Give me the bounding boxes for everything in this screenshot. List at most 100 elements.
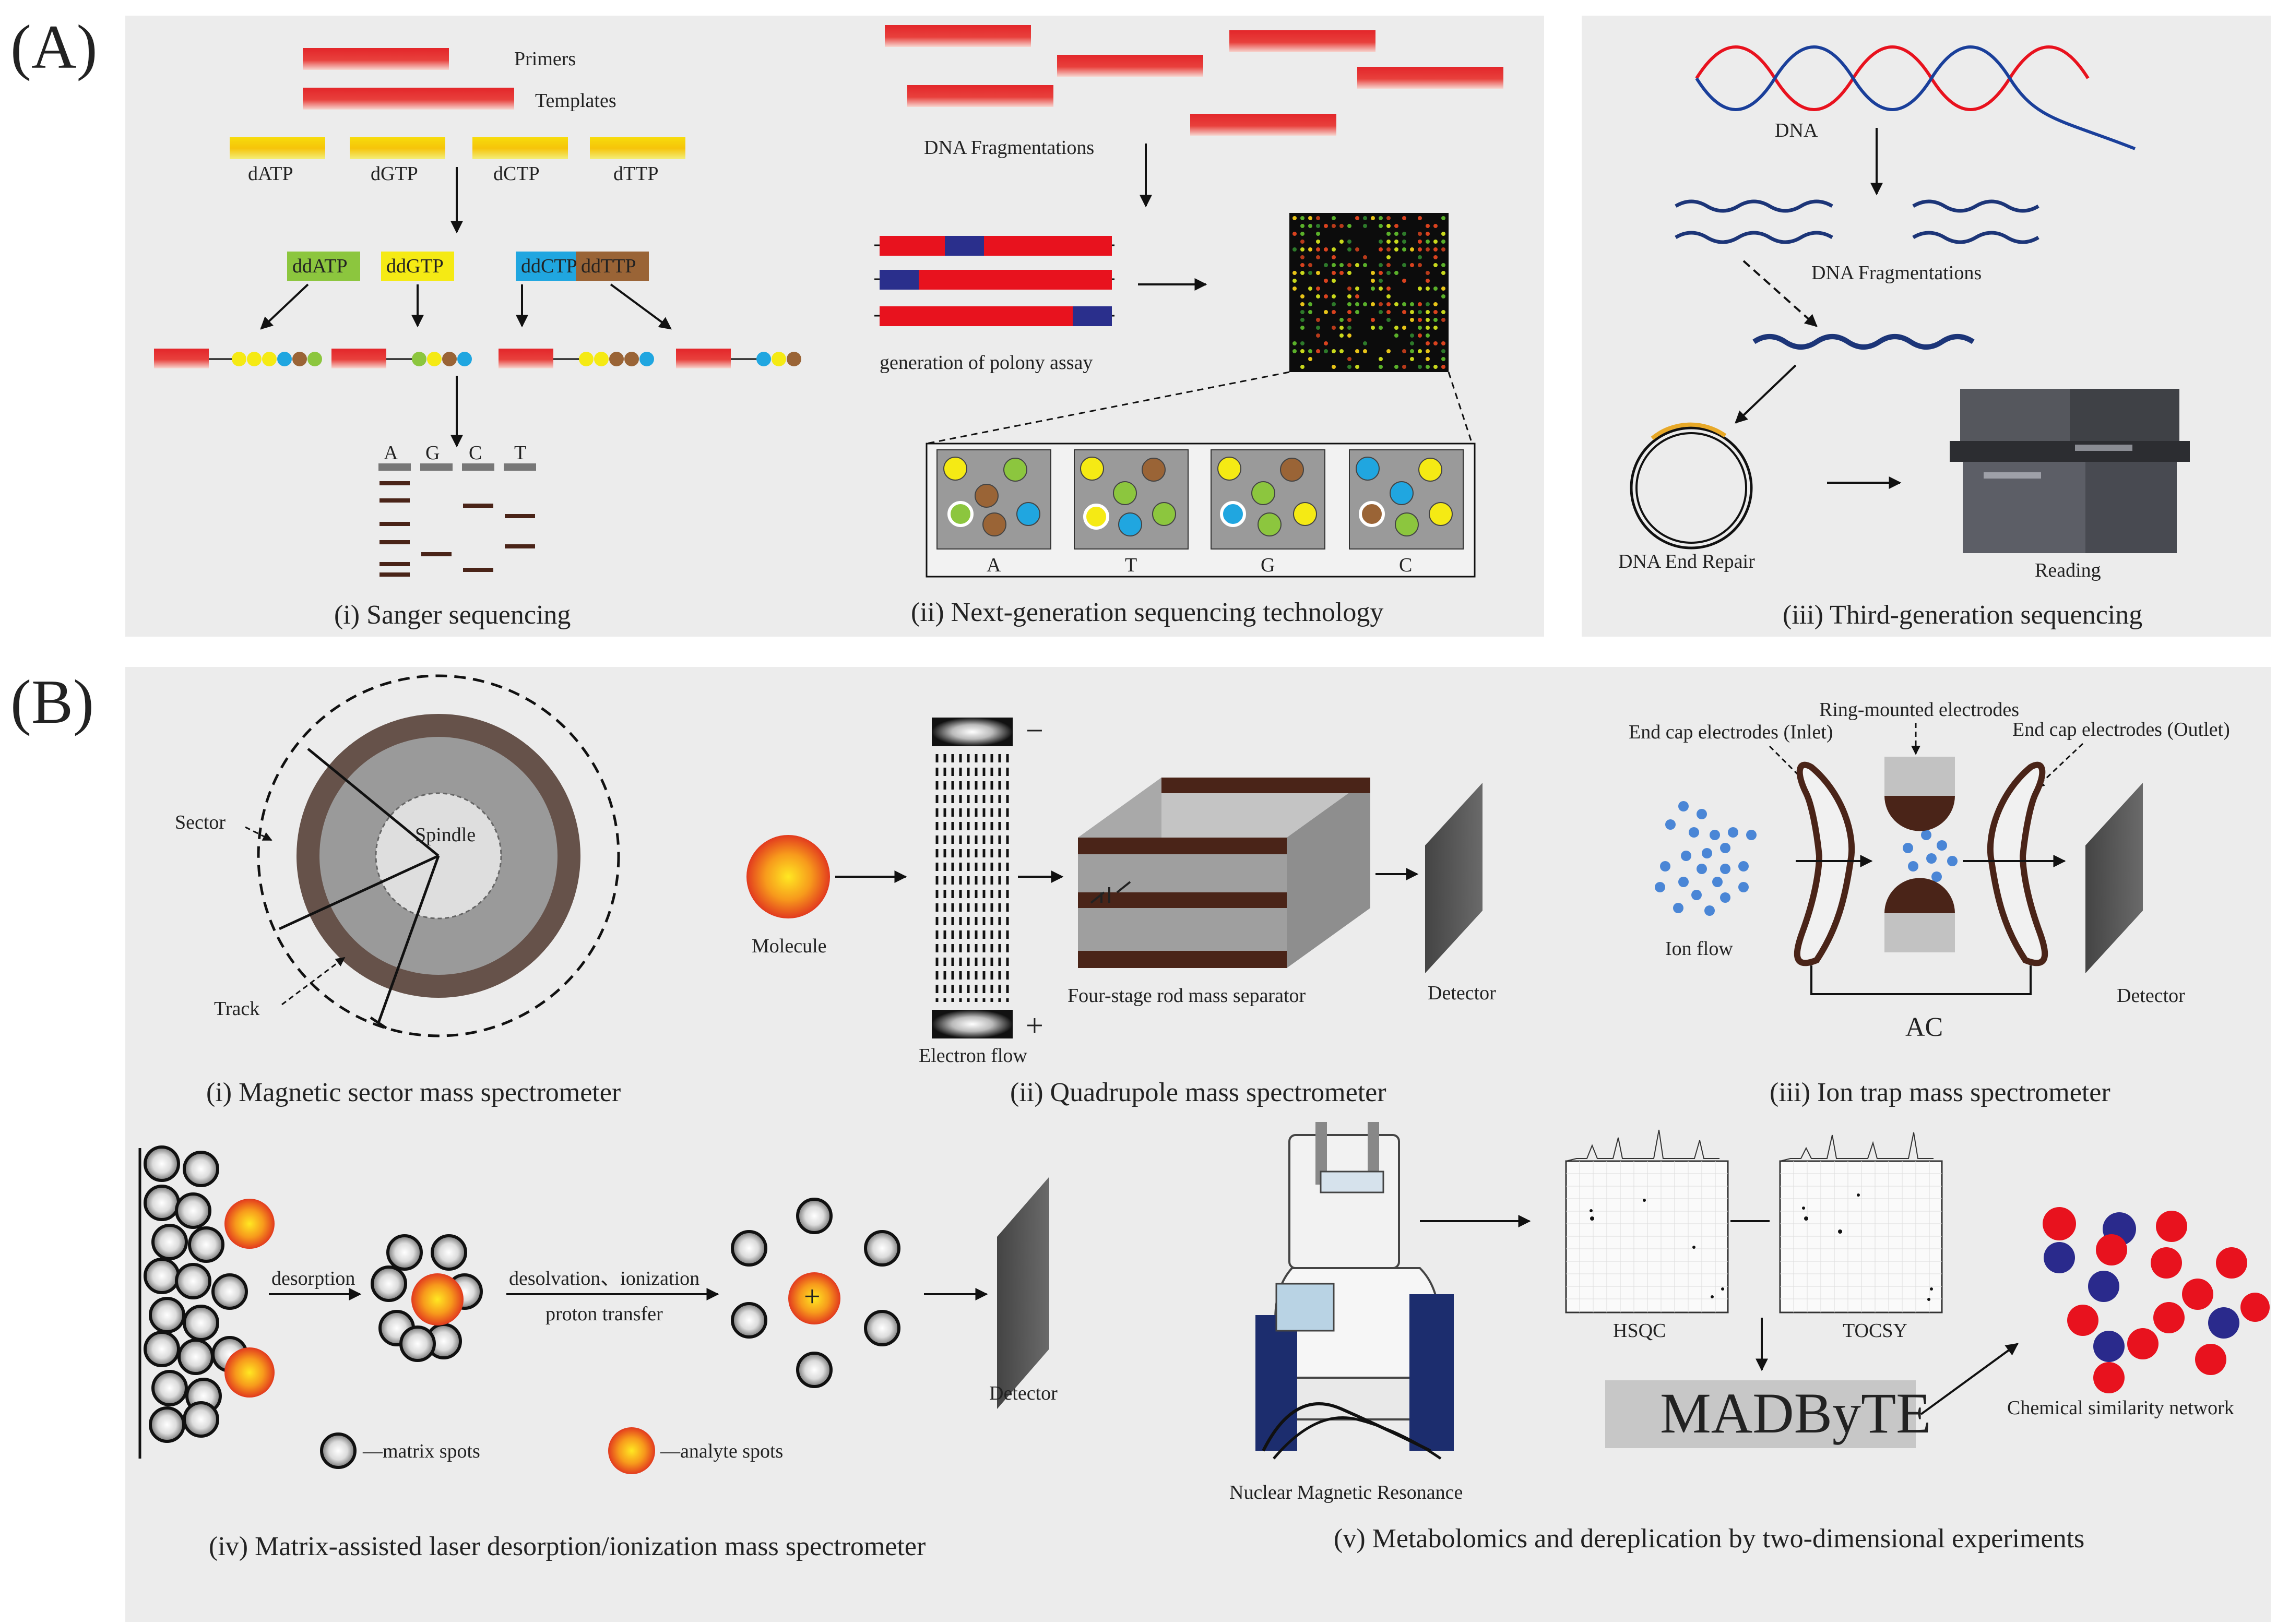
chip-spot — [1433, 247, 1438, 252]
fragment — [1057, 55, 1203, 77]
chip-spot — [1363, 302, 1367, 306]
network-node — [2153, 1302, 2185, 1333]
chip-spot — [1386, 271, 1391, 275]
chip-spot — [1426, 310, 1430, 314]
network-node — [2208, 1307, 2239, 1339]
chip-spot — [1347, 365, 1351, 369]
ring-cap-top — [1884, 757, 1955, 796]
spectrum-grid — [1780, 1161, 1942, 1312]
nucleotide — [442, 352, 457, 366]
templates-label: Templates — [535, 90, 616, 112]
chip-spot — [1441, 286, 1445, 291]
chip-spot — [1308, 271, 1312, 275]
primers-label: Primers — [514, 48, 576, 70]
ring-electrode-bottom — [1884, 878, 1955, 913]
chip-spot — [1292, 216, 1297, 220]
nucleotide — [579, 352, 594, 366]
caption-ion-trap: (iii) Ion trap mass spectrometer — [1770, 1078, 2110, 1107]
chip-spot — [1379, 263, 1383, 267]
spot — [1003, 458, 1027, 482]
ddntp-label: ddGTP — [386, 255, 444, 277]
chip-spot — [1418, 263, 1422, 267]
base-label: A — [987, 554, 1001, 576]
network-node — [2093, 1362, 2125, 1393]
similarity-network — [2043, 1207, 2270, 1393]
electrode-top — [932, 718, 1013, 746]
cross-peak — [1930, 1287, 1933, 1291]
analyte-spot — [224, 1199, 275, 1249]
ion — [1947, 856, 1958, 866]
lane-label: A — [384, 442, 398, 464]
chip-spot — [1418, 240, 1422, 244]
maldi-diagram: desorption desolvation、ionization proton… — [138, 1145, 1058, 1474]
chip-spot — [1402, 216, 1406, 220]
ion — [1673, 903, 1683, 913]
rod — [1078, 838, 1287, 854]
magnet-console — [1320, 1171, 1384, 1193]
dntp-bar — [590, 137, 685, 159]
network-node — [2043, 1207, 2076, 1240]
chip-spot — [1379, 326, 1383, 330]
rod — [1161, 778, 1370, 793]
chip-spot — [1410, 302, 1414, 306]
chip-spot — [1394, 365, 1398, 369]
chip-spot — [1316, 286, 1320, 291]
nmr-label: Nuclear Magnetic Resonance — [1229, 1482, 1463, 1503]
sequencer-band — [1950, 441, 2190, 462]
electron-rods — [935, 754, 1009, 1002]
ring-cap-bottom — [1884, 913, 1955, 952]
chip-spot — [1332, 263, 1336, 267]
spot — [1142, 458, 1166, 482]
magnet-rod — [1315, 1122, 1327, 1185]
ion — [1665, 819, 1676, 830]
ion — [1702, 848, 1712, 858]
adapter-arc — [1651, 422, 1727, 440]
ion — [1678, 801, 1689, 811]
chip-spot — [1332, 247, 1336, 252]
sequencer-icon — [1950, 389, 2190, 553]
sector-line — [307, 748, 440, 857]
ion — [1903, 843, 1913, 853]
chip-spot — [1379, 365, 1383, 369]
chip-spot — [1410, 341, 1414, 345]
cross-peak — [1643, 1199, 1646, 1202]
nucleotide — [772, 352, 786, 366]
spot — [1429, 502, 1453, 526]
arrow — [1735, 364, 1797, 424]
chip-spot — [1316, 216, 1320, 220]
chip-spot — [1433, 318, 1438, 322]
gel-well — [504, 463, 536, 471]
gel-band — [463, 568, 493, 572]
chip-spot — [1426, 341, 1430, 345]
chip-spot — [1332, 224, 1336, 228]
track-label: Track — [214, 998, 259, 1020]
chip-spot — [1292, 286, 1297, 291]
ion — [1681, 851, 1691, 861]
arrow — [260, 283, 309, 330]
chip-spot — [1410, 318, 1414, 322]
matrix-spot — [183, 1305, 219, 1341]
fragment-primer — [676, 349, 731, 368]
chip-spot — [1402, 310, 1406, 314]
chip-spot — [1371, 318, 1375, 322]
network-node — [2195, 1344, 2226, 1375]
chip-spot — [1379, 310, 1383, 314]
legend-analyte-spot — [608, 1427, 655, 1474]
nucleotide — [787, 352, 801, 366]
base-label: T — [1125, 554, 1137, 576]
dntp-row: dATP dGTP dCTP dTTP — [230, 137, 685, 185]
chip-spot — [1402, 365, 1406, 369]
network-node — [2044, 1242, 2075, 1273]
separator-label: Four-stage rod mass separator — [1068, 985, 1306, 1007]
chip-spot — [1441, 349, 1445, 353]
network-node — [2067, 1305, 2098, 1336]
ddntp-box — [287, 252, 360, 281]
chip-spot — [1355, 216, 1359, 220]
chip-spot — [1394, 247, 1398, 252]
chip-spot — [1386, 302, 1391, 306]
fragmentations-label: DNA Fragmentations — [924, 137, 1094, 159]
matrix-spot — [183, 1401, 219, 1438]
chip-spot — [1339, 326, 1344, 330]
matrix-spot — [151, 1224, 188, 1260]
chip-spot — [1371, 216, 1375, 220]
